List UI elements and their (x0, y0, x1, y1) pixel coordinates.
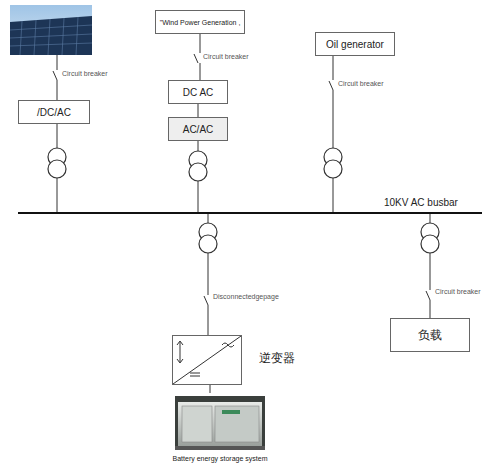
circuit-breaker-symbols (53, 53, 434, 305)
busbar: 10KV AC busbar (18, 212, 482, 214)
breaker-label: Circuit breaker (203, 53, 249, 60)
node-text: Oil generator (326, 39, 384, 50)
panel-array (10, 16, 92, 55)
breaker-label: Circuit breaker (435, 288, 481, 295)
storage-node: Battery energy storage system (160, 393, 280, 469)
node-text: DC AC (183, 87, 214, 98)
wire-connector (333, 56, 334, 212)
battery-image (175, 396, 265, 450)
node-text: Battery energy storage system (160, 455, 280, 462)
solar-panel-image (10, 5, 92, 55)
source-box: Oil generator (315, 32, 395, 56)
node-text: "Wind Power Generation , (160, 19, 241, 26)
sky (10, 5, 92, 55)
breaker-label: Circuit breaker (338, 80, 384, 87)
wire-connector (198, 104, 199, 117)
source-box: "Wind Power Generation , (155, 10, 245, 34)
wire-connector (210, 385, 211, 393)
wire-line (333, 56, 334, 212)
panel-grid (10, 17, 92, 55)
node-text: AC/AC (183, 124, 214, 135)
load-box: 负载 (390, 318, 470, 352)
breaker-label: Circuit breaker (62, 70, 108, 77)
converter-box: /DC/AC (18, 100, 90, 124)
converter-box: AC/AC (168, 117, 228, 141)
node-text: /DC/AC (37, 107, 71, 118)
wire-line (198, 104, 199, 117)
breaker-label: Disconnectedgepage (213, 293, 279, 300)
node-text: 负载 (418, 327, 442, 344)
converter-box: DC AC (168, 80, 228, 104)
transformer-symbols (48, 148, 439, 253)
wire-line (210, 385, 211, 393)
inverter-symbol (173, 336, 241, 384)
node-text: 逆变器 (259, 350, 295, 367)
inverter-box: 逆变器 (172, 335, 242, 385)
node-text: 10KV AC busbar (384, 197, 458, 208)
